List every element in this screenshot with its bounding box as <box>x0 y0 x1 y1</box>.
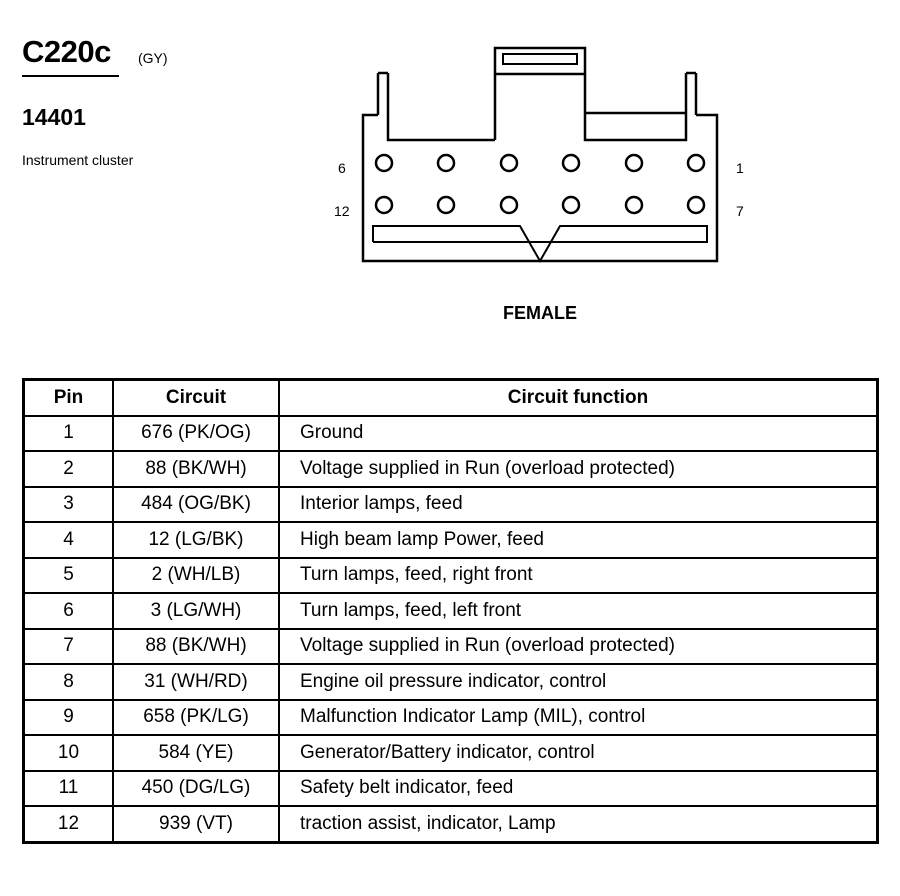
circuit-cell: 12 (LG/BK) <box>112 521 280 559</box>
title-underline <box>22 75 119 77</box>
connector-color-code: (GY) <box>138 50 168 66</box>
pin-cell: 9 <box>22 698 114 736</box>
circuit-cell: 88 (BK/WH) <box>112 627 280 665</box>
pin-cell: 7 <box>22 627 114 665</box>
circuit-cell: 584 (YE) <box>112 734 280 772</box>
column-header-pin: Pin <box>22 378 114 417</box>
pin-cell: 4 <box>22 521 114 559</box>
circuit-cell: 88 (BK/WH) <box>112 450 280 488</box>
pin-cell: 5 <box>22 556 114 594</box>
part-number: 14401 <box>22 104 86 130</box>
circuit-function-cell: traction assist, indicator, Lamp <box>278 805 879 843</box>
pin-cell: 11 <box>22 769 114 807</box>
connector-face-diagram <box>361 46 719 264</box>
circuit-cell: 484 (OG/BK) <box>112 485 280 523</box>
pin-cell: 10 <box>22 734 114 772</box>
circuit-function-cell: Engine oil pressure indicator, control <box>278 663 879 701</box>
circuit-function-cell: High beam lamp Power, feed <box>278 521 879 559</box>
pin-label-1: 1 <box>736 160 744 176</box>
circuit-cell: 939 (VT) <box>112 805 280 843</box>
pin-label-7: 7 <box>736 203 744 219</box>
circuit-function-cell: Malfunction Indicator Lamp (MIL), contro… <box>278 698 879 736</box>
pin-cell: 1 <box>22 414 114 452</box>
circuit-function-cell: Turn lamps, feed, left front <box>278 592 879 630</box>
connector-description: Instrument cluster <box>22 152 134 168</box>
column-header-circuit: Circuit <box>112 378 280 417</box>
connector-gender-label: FEMALE <box>503 303 577 323</box>
connector-key-tab <box>493 46 587 76</box>
pin-label-6: 6 <box>338 160 346 176</box>
circuit-function-cell: Turn lamps, feed, right front <box>278 556 879 594</box>
table-header-row: Pin Circuit Circuit function <box>22 378 879 417</box>
circuit-function-cell: Ground <box>278 414 879 452</box>
circuit-cell: 3 (LG/WH) <box>112 592 280 630</box>
pin-cell: 2 <box>22 450 114 488</box>
pin-row-top <box>374 153 706 173</box>
circuit-cell: 31 (WH/RD) <box>112 663 280 701</box>
connector-key-slot <box>502 53 578 65</box>
pin-label-12: 12 <box>334 203 350 219</box>
pin-cell: 6 <box>22 592 114 630</box>
circuit-function-cell: Interior lamps, feed <box>278 485 879 523</box>
pin-row-bottom <box>374 195 706 215</box>
column-header-circuit-function: Circuit function <box>278 378 879 417</box>
connector-id: C220c <box>22 34 111 69</box>
pin-cell: 3 <box>22 485 114 523</box>
circuit-function-cell: Generator/Battery indicator, control <box>278 734 879 772</box>
circuit-cell: 450 (DG/LG) <box>112 769 280 807</box>
circuit-cell: 658 (PK/LG) <box>112 698 280 736</box>
circuit-function-cell: Voltage supplied in Run (overload protec… <box>278 450 879 488</box>
circuit-cell: 676 (PK/OG) <box>112 414 280 452</box>
circuit-function-cell: Voltage supplied in Run (overload protec… <box>278 627 879 665</box>
pin-cell: 8 <box>22 663 114 701</box>
circuit-function-cell: Safety belt indicator, feed <box>278 769 879 807</box>
pin-cell: 12 <box>22 805 114 843</box>
circuit-cell: 2 (WH/LB) <box>112 556 280 594</box>
